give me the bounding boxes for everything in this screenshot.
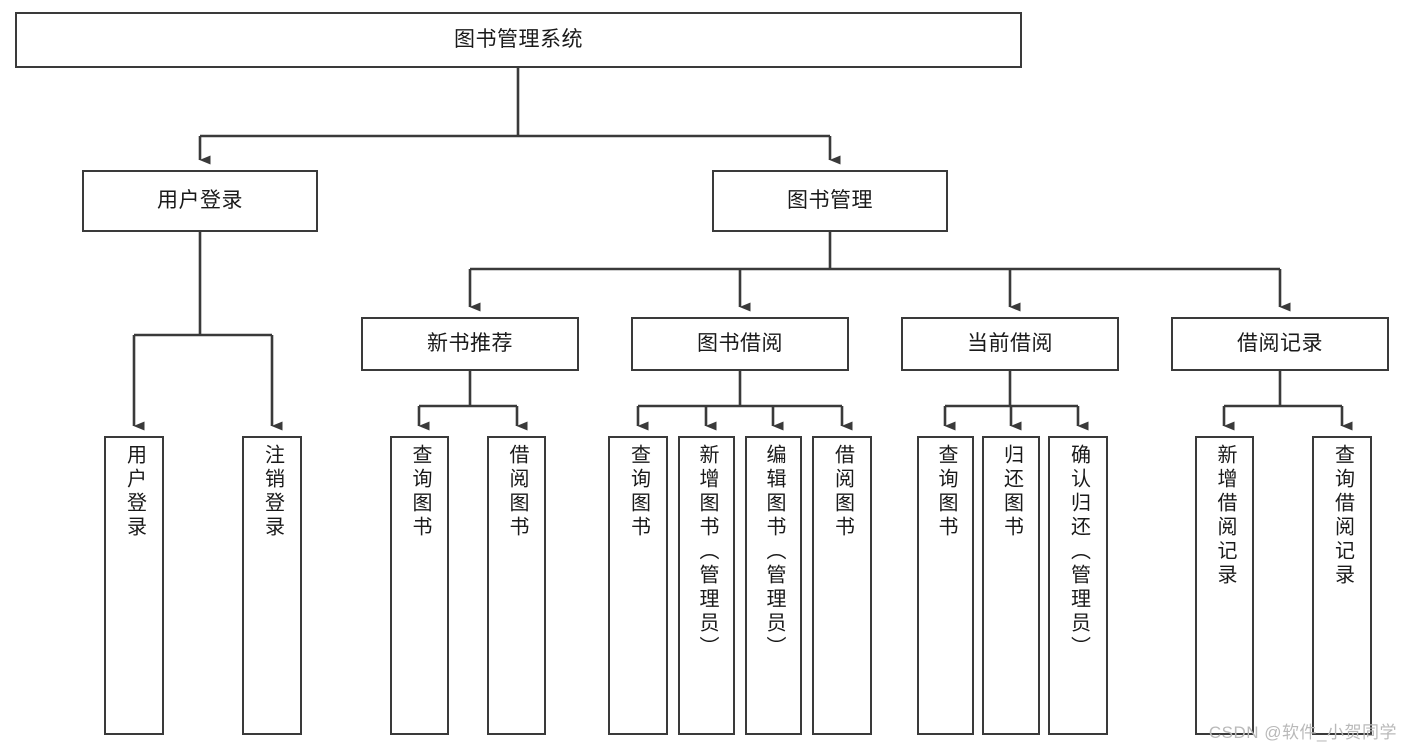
leaf-edit-book-admin[interactable]: 编辑图书（管理员） [745,436,802,735]
leaf-borrow-book-label: 借阅图书 [831,444,854,540]
leaf-add-book-admin[interactable]: 新增图书（管理员） [678,436,735,735]
node-root[interactable]: 图书管理系统 [15,12,1022,68]
node-root-label: 图书管理系统 [454,27,583,51]
node-book-borrow-label: 图书借阅 [697,331,783,355]
leaf-return-book[interactable]: 归还图书 [982,436,1040,735]
node-current-borrow-label: 当前借阅 [967,331,1053,355]
node-user-login-label: 用户登录 [157,188,243,212]
node-borrow-record-label: 借阅记录 [1237,331,1323,355]
node-book-borrow[interactable]: 图书借阅 [631,317,849,371]
node-new-book-recommend-label: 新书推荐 [427,331,513,355]
leaf-add-borrow-record[interactable]: 新增借阅记录 [1195,436,1254,735]
leaf-add-borrow-record-label: 新增借阅记录 [1214,444,1236,588]
leaf-newbook-borrow-book[interactable]: 借阅图书 [487,436,546,735]
node-book-management[interactable]: 图书管理 [712,170,948,232]
leaf-confirm-return-admin[interactable]: 确认归还（管理员） [1048,436,1108,735]
leaf-return-book-label: 归还图书 [1000,444,1023,540]
node-borrow-record[interactable]: 借阅记录 [1171,317,1389,371]
leaf-borrow-query-book[interactable]: 查询图书 [608,436,668,735]
leaf-query-borrow-record[interactable]: 查询借阅记录 [1312,436,1372,735]
node-book-management-label: 图书管理 [787,188,873,212]
leaf-newbook-query-book[interactable]: 查询图书 [390,436,449,735]
edges-group [132,68,1353,431]
leaf-edit-book-admin-label: 编辑图书（管理员） [763,444,785,660]
leaf-current-query-book-label: 查询图书 [935,444,957,540]
leaf-query-borrow-record-label: 查询借阅记录 [1331,444,1354,588]
leaf-borrow-book[interactable]: 借阅图书 [812,436,872,735]
leaf-logout-label: 注销登录 [261,444,284,540]
node-new-book-recommend[interactable]: 新书推荐 [361,317,579,371]
leaf-add-book-admin-label: 新增图书（管理员） [696,444,718,660]
watermark: CSDN @软件_小贺同学 [1208,723,1397,742]
leaf-logout[interactable]: 注销登录 [242,436,302,735]
node-user-login[interactable]: 用户登录 [82,170,318,232]
leaf-newbook-borrow-book-label: 借阅图书 [506,444,528,540]
leaf-borrow-query-book-label: 查询图书 [627,444,650,540]
node-current-borrow[interactable]: 当前借阅 [901,317,1119,371]
leaf-user-login-label: 用户登录 [123,444,146,540]
leaf-current-query-book[interactable]: 查询图书 [917,436,974,735]
leaf-confirm-return-admin-label: 确认归还（管理员） [1067,444,1090,660]
leaf-user-login[interactable]: 用户登录 [104,436,164,735]
leaf-newbook-query-book-label: 查询图书 [409,444,431,540]
